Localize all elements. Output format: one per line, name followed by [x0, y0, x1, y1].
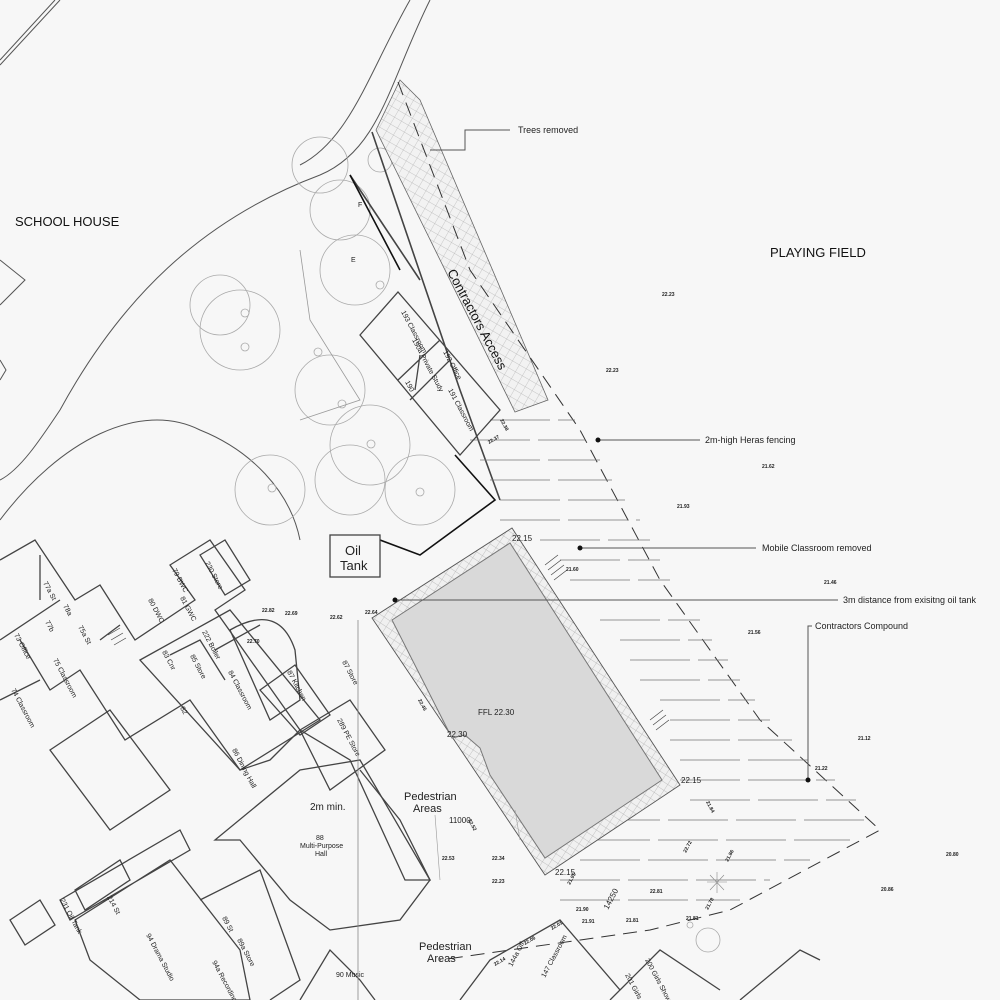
level: 22.14	[493, 956, 507, 968]
two-m-min-label: 2m min.	[310, 802, 346, 813]
compass-star-icon	[707, 872, 727, 893]
dimension-11000: 11000	[449, 816, 471, 825]
oil-tank-box	[329, 534, 381, 578]
level: 22.01	[550, 920, 564, 932]
hall-name-2: Hall	[315, 851, 328, 858]
level: 21.93	[677, 504, 690, 510]
level: 22.45	[416, 698, 427, 712]
level: 21.84	[704, 800, 715, 814]
tree-small	[695, 927, 721, 953]
level: 20.86	[881, 887, 894, 893]
school-house-label: SCHOOL HOUSE	[15, 214, 120, 229]
road-lines	[0, 0, 431, 541]
pedestrian-areas-2b: Areas	[427, 953, 456, 965]
callout-oil-tank-distance: 3m distance from exisitng oil tank	[843, 595, 977, 605]
hall-number: 88	[316, 835, 324, 842]
level: 22.34	[492, 856, 505, 862]
level: 22.37	[487, 434, 501, 446]
callouts	[392, 129, 838, 783]
level: 22.06	[523, 935, 537, 947]
level: 21.22	[815, 766, 828, 772]
playing-field-label: PLAYING FIELD	[770, 245, 866, 260]
level: 21.91	[582, 919, 595, 925]
level: 20.80	[946, 852, 959, 858]
tree-f-label: F	[358, 202, 362, 209]
pedestrian-areas-1b: Areas	[413, 803, 442, 815]
level: 22.70	[247, 639, 260, 645]
room-90: 90 Music	[336, 972, 365, 979]
level: 22.23	[662, 292, 675, 298]
contractors-access-area	[375, 79, 549, 413]
level: 22.81	[650, 889, 663, 895]
level: 21.78	[704, 897, 715, 911]
site-lines	[349, 174, 497, 556]
level: 22.82	[262, 608, 275, 614]
level: 21.95	[566, 872, 577, 886]
callout-mobile-classroom-removed: Mobile Classroom removed	[762, 543, 872, 553]
pedestrian-areas-2: Pedestrian	[419, 941, 472, 953]
level: 22.23	[606, 368, 619, 374]
room-190: 190	[403, 380, 415, 394]
spot-levels: 22.23 22.23 21.62 21.93 21.46 21.56 21.1…	[247, 292, 959, 968]
level: 22.53	[442, 856, 455, 862]
callout-contractors-compound: Contractors Compound	[815, 621, 908, 631]
callout-heras-fencing: 2m-high Heras fencing	[705, 435, 796, 445]
room-78a: 78a	[61, 604, 73, 618]
room-82: 82	[178, 706, 188, 716]
level: 22.15	[555, 868, 576, 877]
tree-marker	[686, 921, 694, 929]
mobile-classroom-outline	[359, 291, 501, 456]
school-buildings	[0, 539, 821, 1000]
level: 21.86	[724, 849, 735, 863]
level: 21.12	[858, 736, 871, 742]
level: 22.62	[330, 615, 343, 621]
level: 21.62	[762, 464, 775, 470]
access-boundary	[349, 131, 501, 501]
tank-label: Tank	[340, 558, 368, 573]
level: 21.56	[748, 630, 761, 636]
level: 21.90	[576, 907, 589, 913]
room-77b: 77b	[43, 620, 55, 634]
garden-path	[299, 249, 361, 421]
level: 21.81	[686, 916, 699, 922]
compound-lines	[470, 419, 868, 901]
level: 22.38	[498, 418, 509, 432]
hall-name-1: Multi-Purpose	[300, 843, 343, 850]
level: 22.52	[466, 818, 477, 832]
stairs-icon	[107, 554, 670, 731]
trees	[189, 136, 456, 526]
level: 22.64	[365, 610, 378, 616]
pedestrian-areas-1: Pedestrian	[404, 791, 457, 803]
level: 21.60	[566, 567, 579, 573]
new-building	[391, 542, 663, 859]
level: 22.15	[512, 534, 533, 543]
level: 22.69	[285, 611, 298, 617]
callout-trees-removed: Trees removed	[518, 125, 578, 135]
ffl-label: FFL 22.30	[478, 708, 515, 717]
level: 22.72	[682, 840, 693, 854]
level: 22.15	[681, 776, 702, 785]
tree-e-label: E	[351, 257, 356, 264]
level: 22.23	[492, 879, 505, 885]
dimension-lines	[434, 809, 521, 881]
level: 22.30	[447, 730, 468, 739]
level: 21.46	[824, 580, 837, 586]
oil-label: Oil	[345, 543, 361, 558]
level: 21.81	[626, 918, 639, 924]
